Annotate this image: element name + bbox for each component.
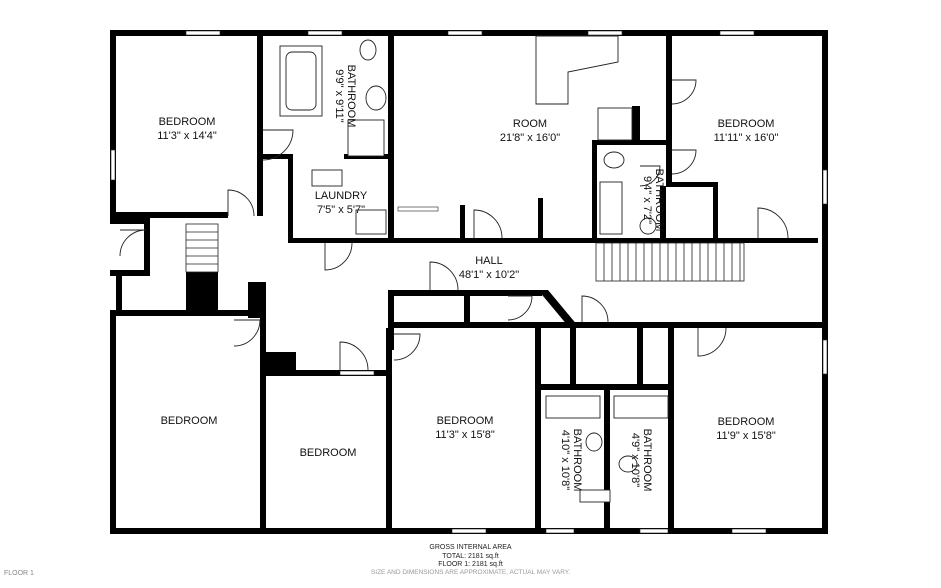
- stairs: [185, 223, 745, 282]
- room-name: LAUNDRY: [315, 190, 368, 202]
- room-name: BATHROOM: [345, 65, 357, 128]
- footer-floor: FLOOR 1: 2181 sq.ft: [438, 561, 503, 568]
- room-dims: 9'4" x 7'2": [641, 176, 653, 224]
- room-dims: 7'5" x 5'7": [317, 204, 365, 216]
- room-name: BEDROOM: [718, 416, 775, 428]
- room-name: BATHROOM: [641, 429, 653, 492]
- room-name: ROOM: [513, 118, 547, 130]
- room-dims: 4'10" x 10'8": [559, 430, 571, 490]
- room-name: BEDROOM: [437, 415, 494, 427]
- windows: [110, 30, 828, 534]
- room-name: BEDROOM: [718, 118, 775, 130]
- floor-label: FLOOR 1: [4, 570, 34, 577]
- footer-total: TOTAL: 2181 sq.ft: [442, 553, 499, 560]
- doors: [119, 79, 789, 371]
- room-name: HALL: [475, 255, 503, 267]
- interior-walls: [116, 36, 822, 534]
- fixtures: [279, 35, 669, 503]
- room-name: BEDROOM: [159, 116, 216, 128]
- footer-disclaimer: SIZE AND DIMENSIONS ARE APPROXIMATE, ACT…: [370, 569, 571, 576]
- room-labels: BEDROOM 11'3" x 14'4" BATHROOM 9'9" x 9'…: [157, 65, 778, 492]
- room-dims: 9'9" x 9'11": [333, 69, 345, 122]
- room-name: BATHROOM: [571, 429, 583, 492]
- room-dims: 21'8" x 16'0": [500, 132, 560, 144]
- room-name: BATHROOM: [653, 169, 665, 232]
- room-dims: 11'3" x 15'8": [435, 429, 495, 441]
- room-name: BEDROOM: [300, 447, 357, 459]
- room-dims: 11'3" x 14'4": [157, 130, 217, 142]
- room-dims: 48'1" x 10'2": [459, 269, 519, 281]
- room-dims: 11'9" x 15'8": [716, 430, 776, 442]
- room-dims: 11'11" x 16'0": [714, 132, 779, 144]
- footer-title: GROSS INTERNAL AREA: [429, 544, 512, 551]
- room-name: BEDROOM: [161, 415, 218, 427]
- room-dims: 4'9" x 10'8": [629, 433, 641, 487]
